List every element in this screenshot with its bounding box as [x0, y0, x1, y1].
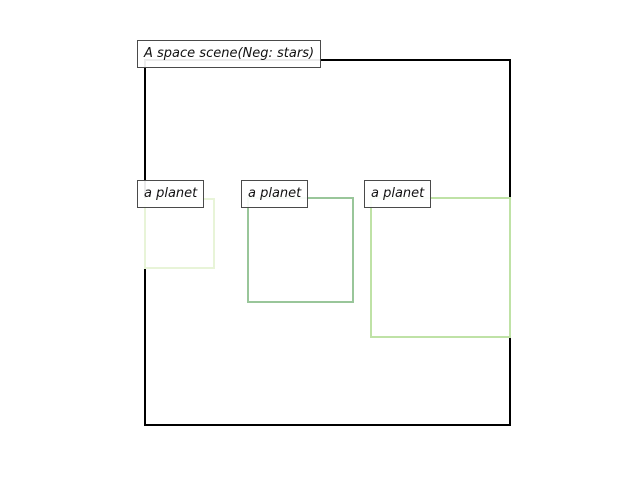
planet-box-2 — [247, 197, 354, 303]
planet-label-1: a planet — [137, 180, 205, 208]
scene-caption: A space scene(Neg: stars) — [137, 40, 322, 68]
planet-box-3 — [370, 197, 511, 338]
planet-label-2: a planet — [241, 180, 309, 208]
planet-label-3: a planet — [364, 180, 432, 208]
planet-box-1 — [144, 198, 215, 269]
